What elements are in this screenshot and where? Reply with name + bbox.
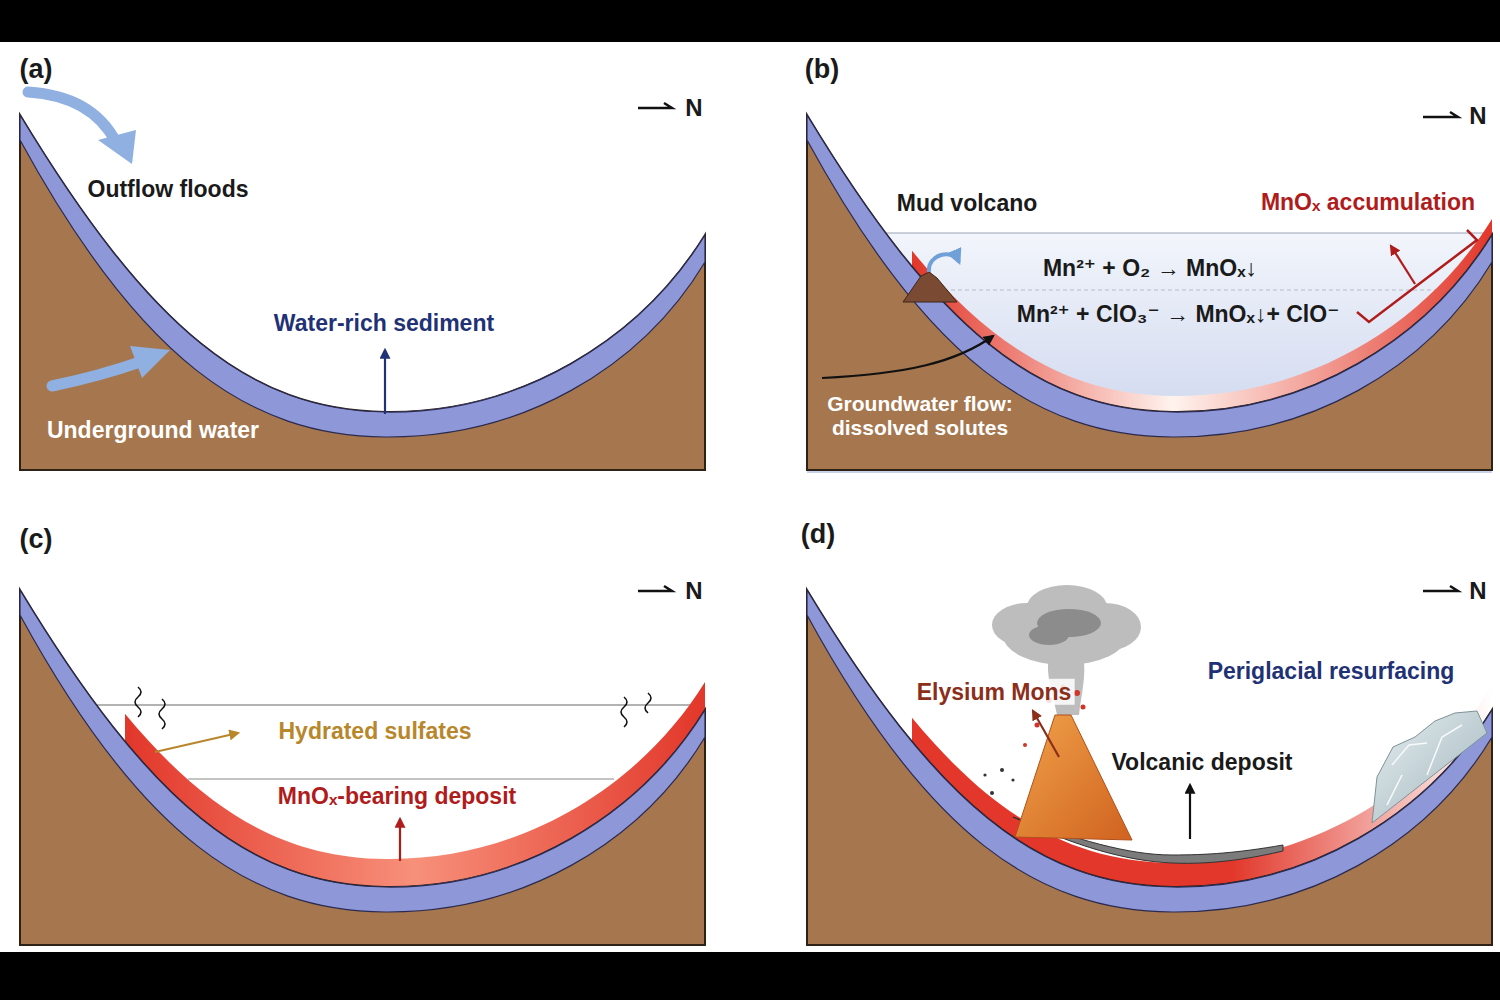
process-label: Periglacial resurfacing <box>1208 658 1455 684</box>
flow-label: Outflow floods <box>88 176 249 202</box>
north-label: N <box>1469 577 1486 605</box>
reaction-equation: Mn²⁺ + O₂ → MnOₓ↓ <box>1043 255 1257 281</box>
flow-label: Underground water <box>47 417 259 443</box>
feature-label: Mud volcano <box>897 190 1038 216</box>
panel-letter: (c) <box>20 524 53 555</box>
flow-label: Groundwater flow: dissolved solutes <box>808 392 1033 440</box>
north-label: N <box>685 577 702 605</box>
reaction-equation: Mn²⁺ + ClO₃⁻ → MnOₓ↓+ ClO⁻ <box>1017 301 1340 327</box>
deposit-label: Volcanic deposit <box>1108 749 1295 775</box>
panel-letter: (b) <box>805 54 839 85</box>
mineral-label: Hydrated sulfates <box>278 718 471 744</box>
deposit-label: MnOₓ-bearing deposit <box>278 783 516 809</box>
north-label: N <box>685 94 702 122</box>
north-label: N <box>1469 102 1486 130</box>
volcano-label: Elysium Mons <box>914 679 1075 705</box>
deposit-label: MnOₓ accumulation <box>1261 189 1475 215</box>
panel-letter: (a) <box>20 54 53 85</box>
layer-label: Water-rich sediment <box>274 310 494 336</box>
panel-letter: (d) <box>801 519 835 550</box>
